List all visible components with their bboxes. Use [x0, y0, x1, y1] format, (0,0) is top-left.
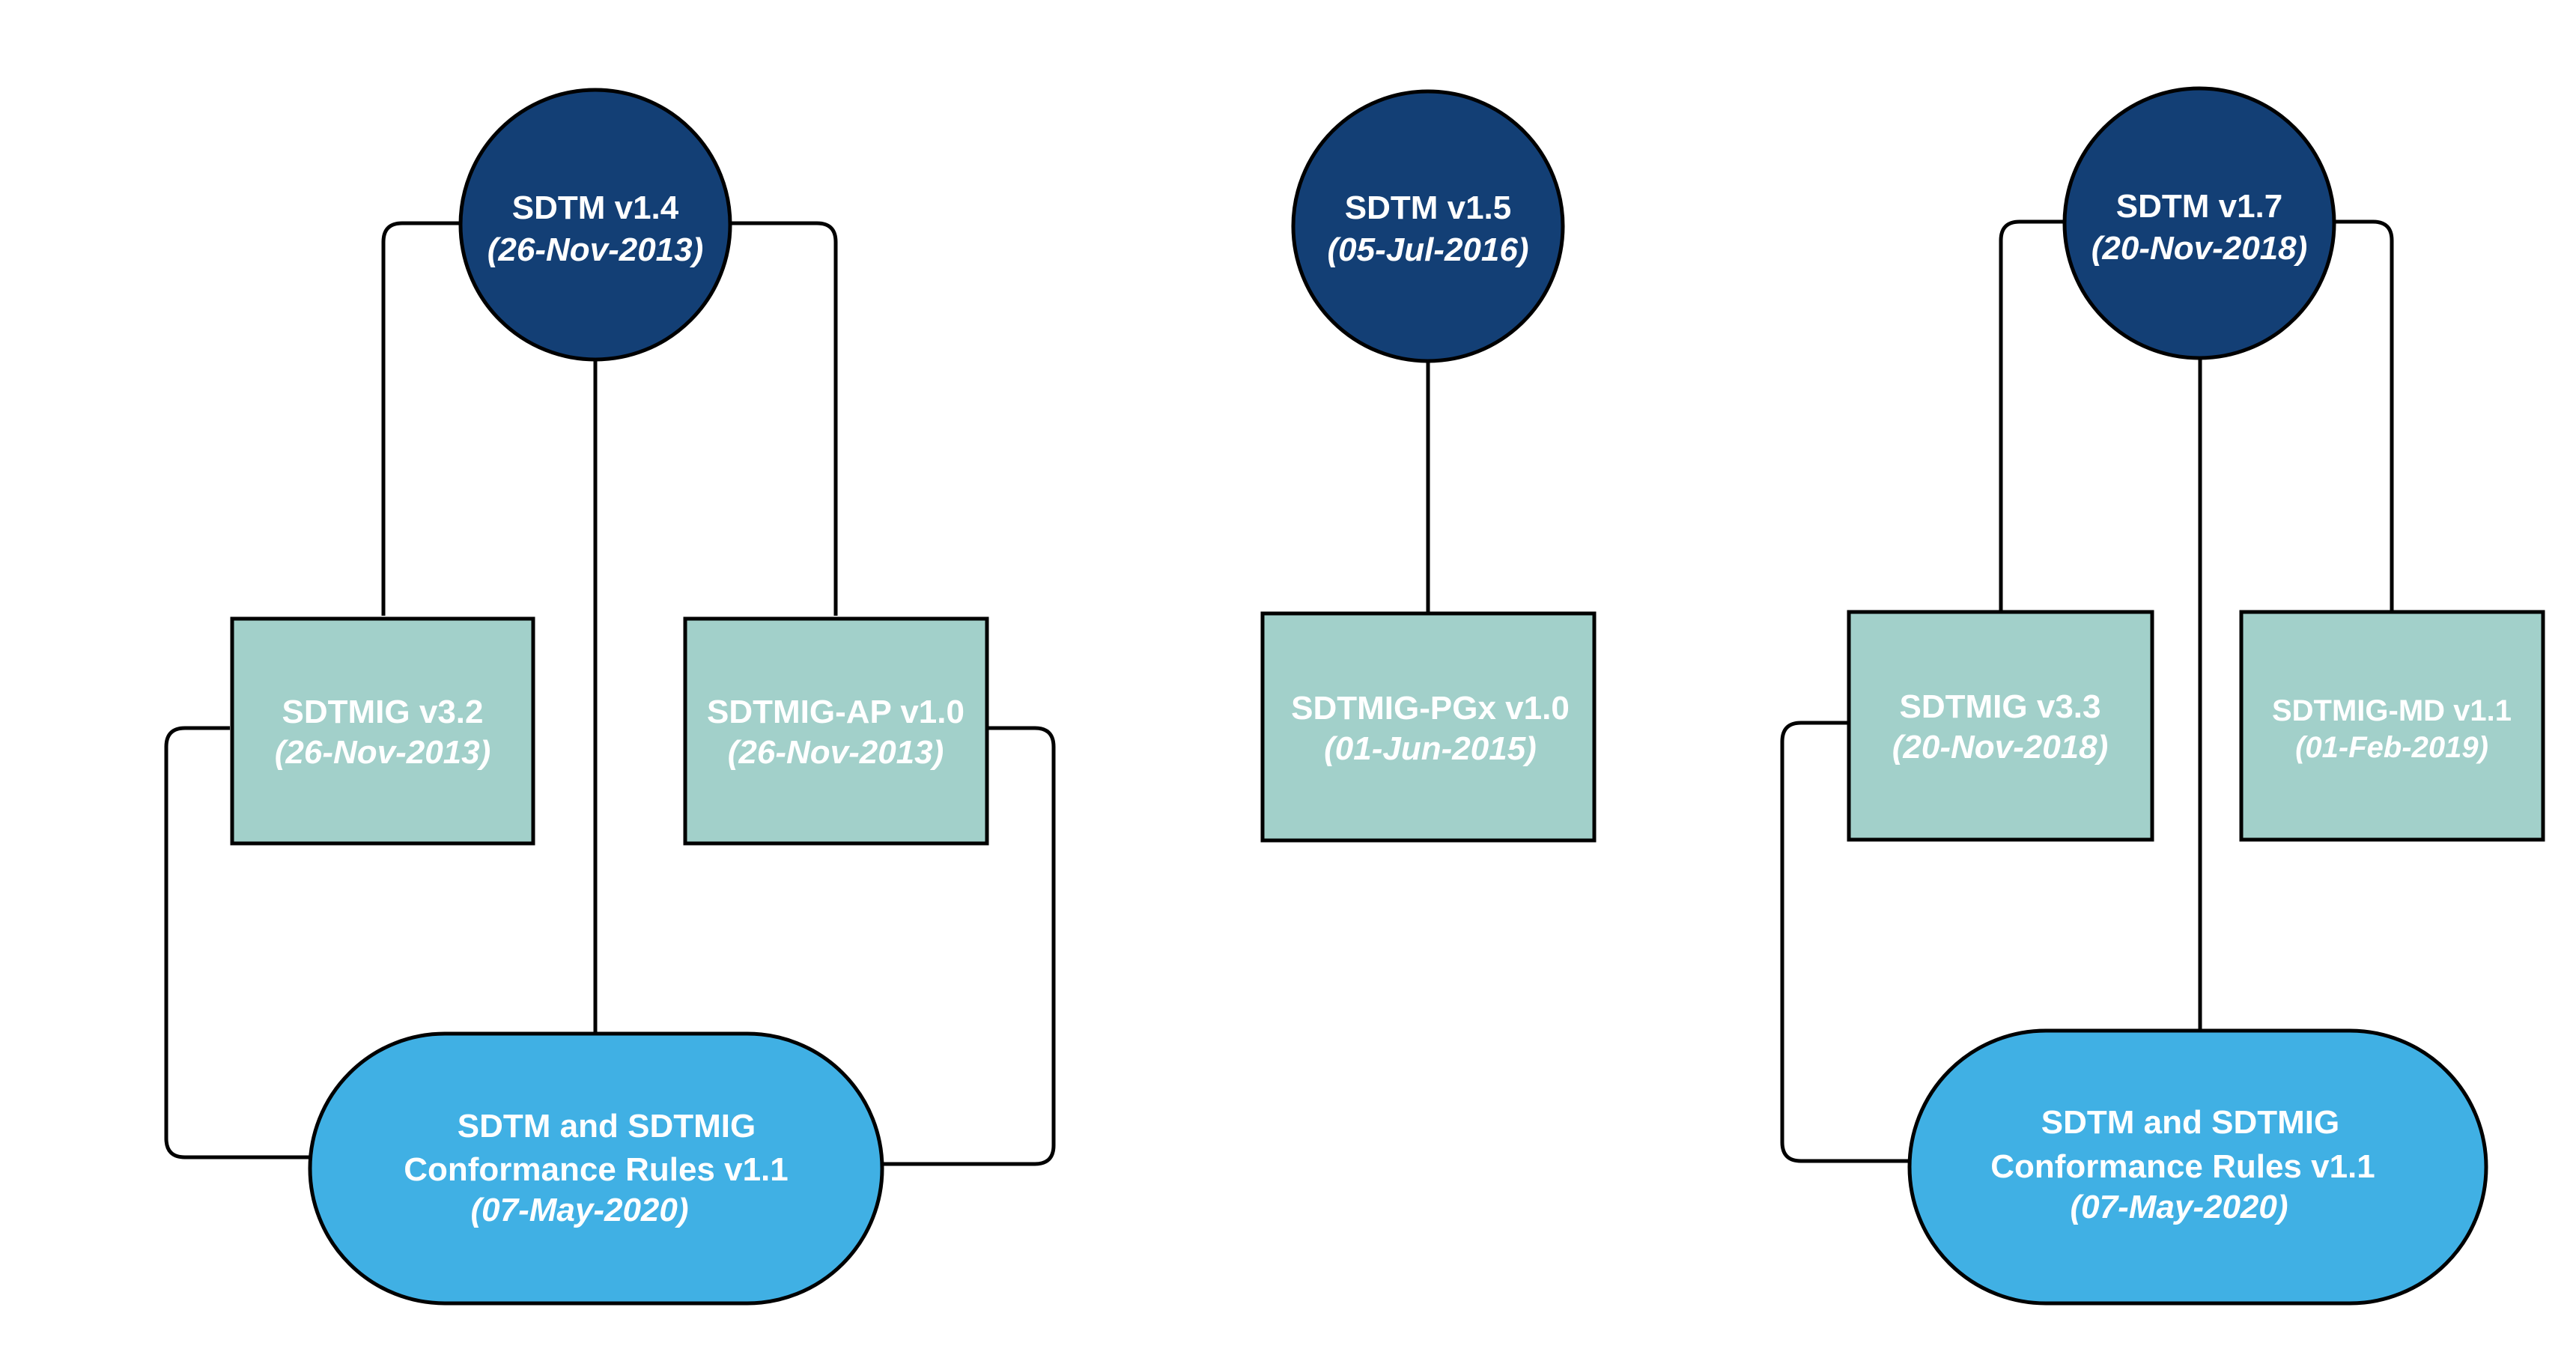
model-name: SDTM v1.5: [1345, 190, 1512, 226]
guide-name: SDTMIG-PGx v1.0: [1291, 690, 1570, 727]
group-sdtm-v1-5: SDTM v1.5 (05-Jul-2016) SDTMIG-PGx v1.0 …: [1260, 89, 1597, 843]
model-name: SDTM v1.7: [2116, 188, 2283, 225]
model-name: SDTM v1.4: [512, 190, 679, 226]
guide-name: SDTMIG-MD v1.1: [2272, 694, 2512, 727]
connector-sdtmig-v3-3-to-rules: [1780, 721, 1910, 1163]
guide-date: (26-Nov-2013): [275, 734, 491, 771]
rules-title-line2: Conformance Rules v1.1: [404, 1151, 789, 1188]
connector-sdtmig-ap-to-rules: [882, 726, 1056, 1166]
guide-date: (01-Jun-2015): [1324, 730, 1537, 767]
guide-name: SDTMIG v3.3: [1900, 688, 2101, 725]
model-circle: [1291, 89, 1565, 363]
model-date: (26-Nov-2013): [487, 231, 704, 268]
guide-name: SDTMIG v3.2: [282, 694, 484, 730]
guide-box: [1847, 610, 2154, 842]
rules-date: (07-May-2020): [470, 1192, 688, 1228]
model-circle: [2062, 86, 2336, 360]
connector-v1-4-to-sdtmig-ap: [730, 221, 838, 616]
connector-v1-7-to-sdtmig-v3-3: [1999, 219, 2065, 612]
connector-v1-4-to-sdtmig-v3-2: [381, 221, 461, 616]
guide-box: [683, 616, 989, 846]
group-sdtm-v1-4: SDTM v1.4 (26-Nov-2013) SDTMIG v3.2 (26-…: [164, 88, 1056, 1306]
guide-date: (01-Feb-2019): [2295, 731, 2488, 764]
model-date: (20-Nov-2018): [2092, 230, 2308, 267]
rules-pill: [308, 1031, 884, 1306]
guide-date: (26-Nov-2013): [728, 734, 944, 771]
rules-title-line1: SDTM and SDTMIG: [2041, 1104, 2339, 1141]
rules-date: (07-May-2020): [2070, 1189, 2288, 1225]
guide-box: [2239, 610, 2545, 842]
model-date: (05-Jul-2016): [1327, 231, 1528, 268]
guide-name: SDTMIG-AP v1.0: [707, 694, 965, 730]
connector-sdtmig-v3-2-to-rules: [164, 726, 310, 1159]
group-sdtm-v1-7: SDTM v1.7 (20-Nov-2018) SDTMIG v3.3 (20-…: [1780, 86, 2545, 1306]
guide-box: [1260, 611, 1597, 843]
rules-pill: [1907, 1028, 2488, 1306]
rules-title-line1: SDTM and SDTMIG: [458, 1108, 756, 1145]
guide-box: [230, 616, 535, 846]
guide-date: (20-Nov-2018): [1892, 729, 2109, 766]
model-circle: [458, 88, 732, 362]
rules-title-line2: Conformance Rules v1.1: [1990, 1148, 2375, 1185]
connector-v1-7-to-sdtmig-md: [2333, 219, 2394, 612]
